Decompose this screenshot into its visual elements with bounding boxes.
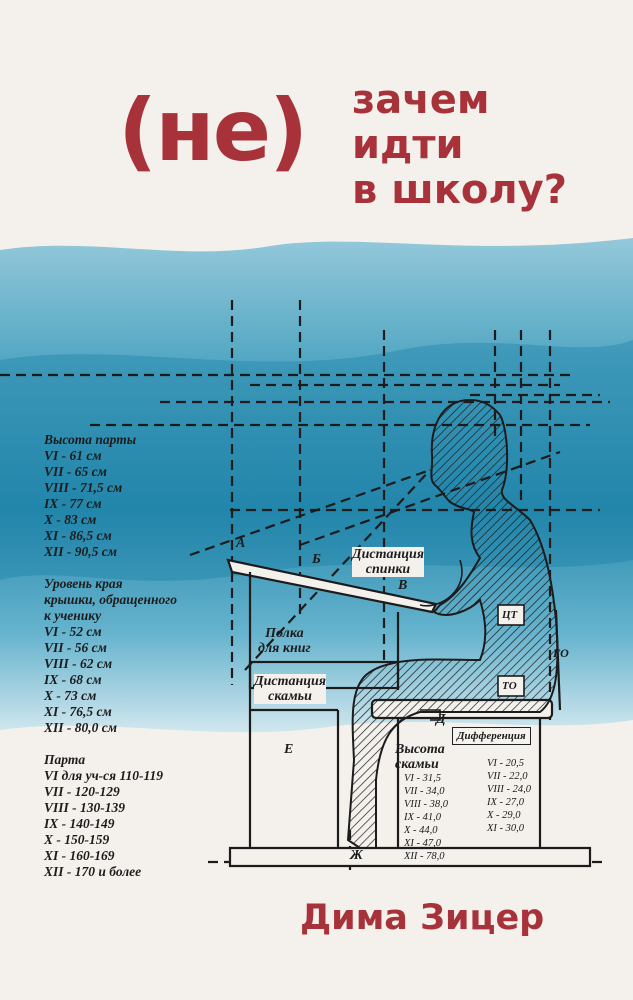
point-a-label: А [236, 536, 246, 551]
edge-level-item: IX - 68 см [44, 672, 102, 687]
bench-height-list: VI - 31,5 VII - 34,0 VIII - 38,0 IX - 41… [404, 772, 448, 863]
bench-height-item: X - 44,0 [404, 825, 438, 836]
bench-height-item: XII - 78,0 [404, 851, 445, 862]
desk-height-item: XI - 86,5 см [44, 528, 112, 543]
edge-level-block: Уровень края крышки, обращенного к учени… [44, 576, 177, 736]
title-line-1: зачем [352, 77, 490, 123]
desk-height-item: IX - 77 см [44, 496, 102, 511]
desk-height-item: VI - 61 см [44, 448, 102, 463]
title-not: (не) [118, 81, 308, 181]
differentiation-item: IX - 27,0 [487, 797, 525, 808]
desk-sizes-item: XI - 160-169 [44, 848, 115, 863]
bench-height-heading: Высота скамьи [395, 742, 445, 772]
desk-height-block: Высота парты VI - 61 см VII - 65 см VIII… [44, 432, 136, 560]
go-label: ГО [553, 646, 569, 660]
bench-height-item: VI - 31,5 [404, 773, 442, 784]
desk-sizes-item: VI для уч-ся 110-119 [44, 768, 163, 783]
edge-level-item: VI - 52 см [44, 624, 102, 639]
differentiation-item: VIII - 24,0 [487, 784, 532, 795]
desk-sizes-item: X - 150-159 [44, 832, 110, 847]
point-b-label: Б [312, 552, 321, 567]
desk-sizes-item: XII - 170 и более [44, 864, 142, 879]
title-line-3: в школу? [352, 167, 567, 213]
differentiation-item: X - 29,0 [487, 810, 521, 821]
bench-height-item: VII - 34,0 [404, 786, 445, 797]
desk-sizes-heading: Парта [44, 752, 86, 767]
back-distance-label: Дистанция спинки [352, 547, 425, 577]
point-e-label: Е [284, 742, 294, 757]
book-shelf-label: Полка для книг [258, 626, 311, 656]
desk-height-item: VII - 65 см [44, 464, 107, 479]
child-silhouette [346, 398, 559, 849]
watercolor-band [0, 238, 633, 733]
edge-level-item: VII - 56 см [44, 640, 107, 655]
desk-sizes-item: VII - 120-129 [44, 784, 120, 799]
differentiation-item: XI - 30,0 [487, 823, 525, 834]
center-gravity-label: ЦТ [502, 609, 518, 621]
title-text: зачем идти в школу? [352, 78, 567, 213]
point-v-label: В [398, 578, 408, 593]
point-zh-label: Ж [350, 848, 363, 863]
desk-height-item: VIII - 71,5 см [44, 480, 123, 495]
edge-level-item: VIII - 62 см [44, 656, 113, 671]
edge-level-item: X - 73 см [44, 688, 97, 703]
differentiation-item: VI - 20,5 [487, 758, 525, 769]
differentiation-item: VII - 22,0 [487, 771, 528, 782]
desk-sizes-item: VIII - 130-139 [44, 800, 126, 815]
differentiation-heading: Дифференция [452, 727, 531, 745]
desk-sizes-item: IX - 140-149 [44, 816, 115, 831]
edge-level-heading: к ученику [44, 608, 102, 623]
edge-level-item: XI - 76,5 см [44, 704, 112, 719]
edge-level-heading: Уровень края [44, 576, 123, 591]
desk-height-item: XII - 90,5 см [44, 544, 117, 559]
desk-sizes-block: Парта VI для уч-ся 110-119 VII - 120-129… [44, 752, 163, 880]
bench-height-item: VIII - 38,0 [404, 799, 449, 810]
edge-level-heading: крышки, обращенного [44, 592, 178, 607]
bench-height-item: XI - 47,0 [404, 838, 442, 849]
author-name: Дима Зицер [300, 898, 545, 938]
to-label: ТО [502, 680, 517, 692]
bench-distance-label: Дистанция скамьи [254, 674, 327, 704]
bench-height-item: IX - 41,0 [404, 812, 442, 823]
edge-level-item: XII - 80,0 см [44, 720, 117, 735]
desk-height-item: X - 83 см [44, 512, 97, 527]
title-line-2: идти [352, 122, 464, 168]
desk-height-heading: Высота парты [44, 432, 137, 447]
point-d-label: Д [436, 712, 446, 727]
differentiation-list: VI - 20,5 VII - 22,0 VIII - 24,0 IX - 27… [487, 757, 531, 835]
